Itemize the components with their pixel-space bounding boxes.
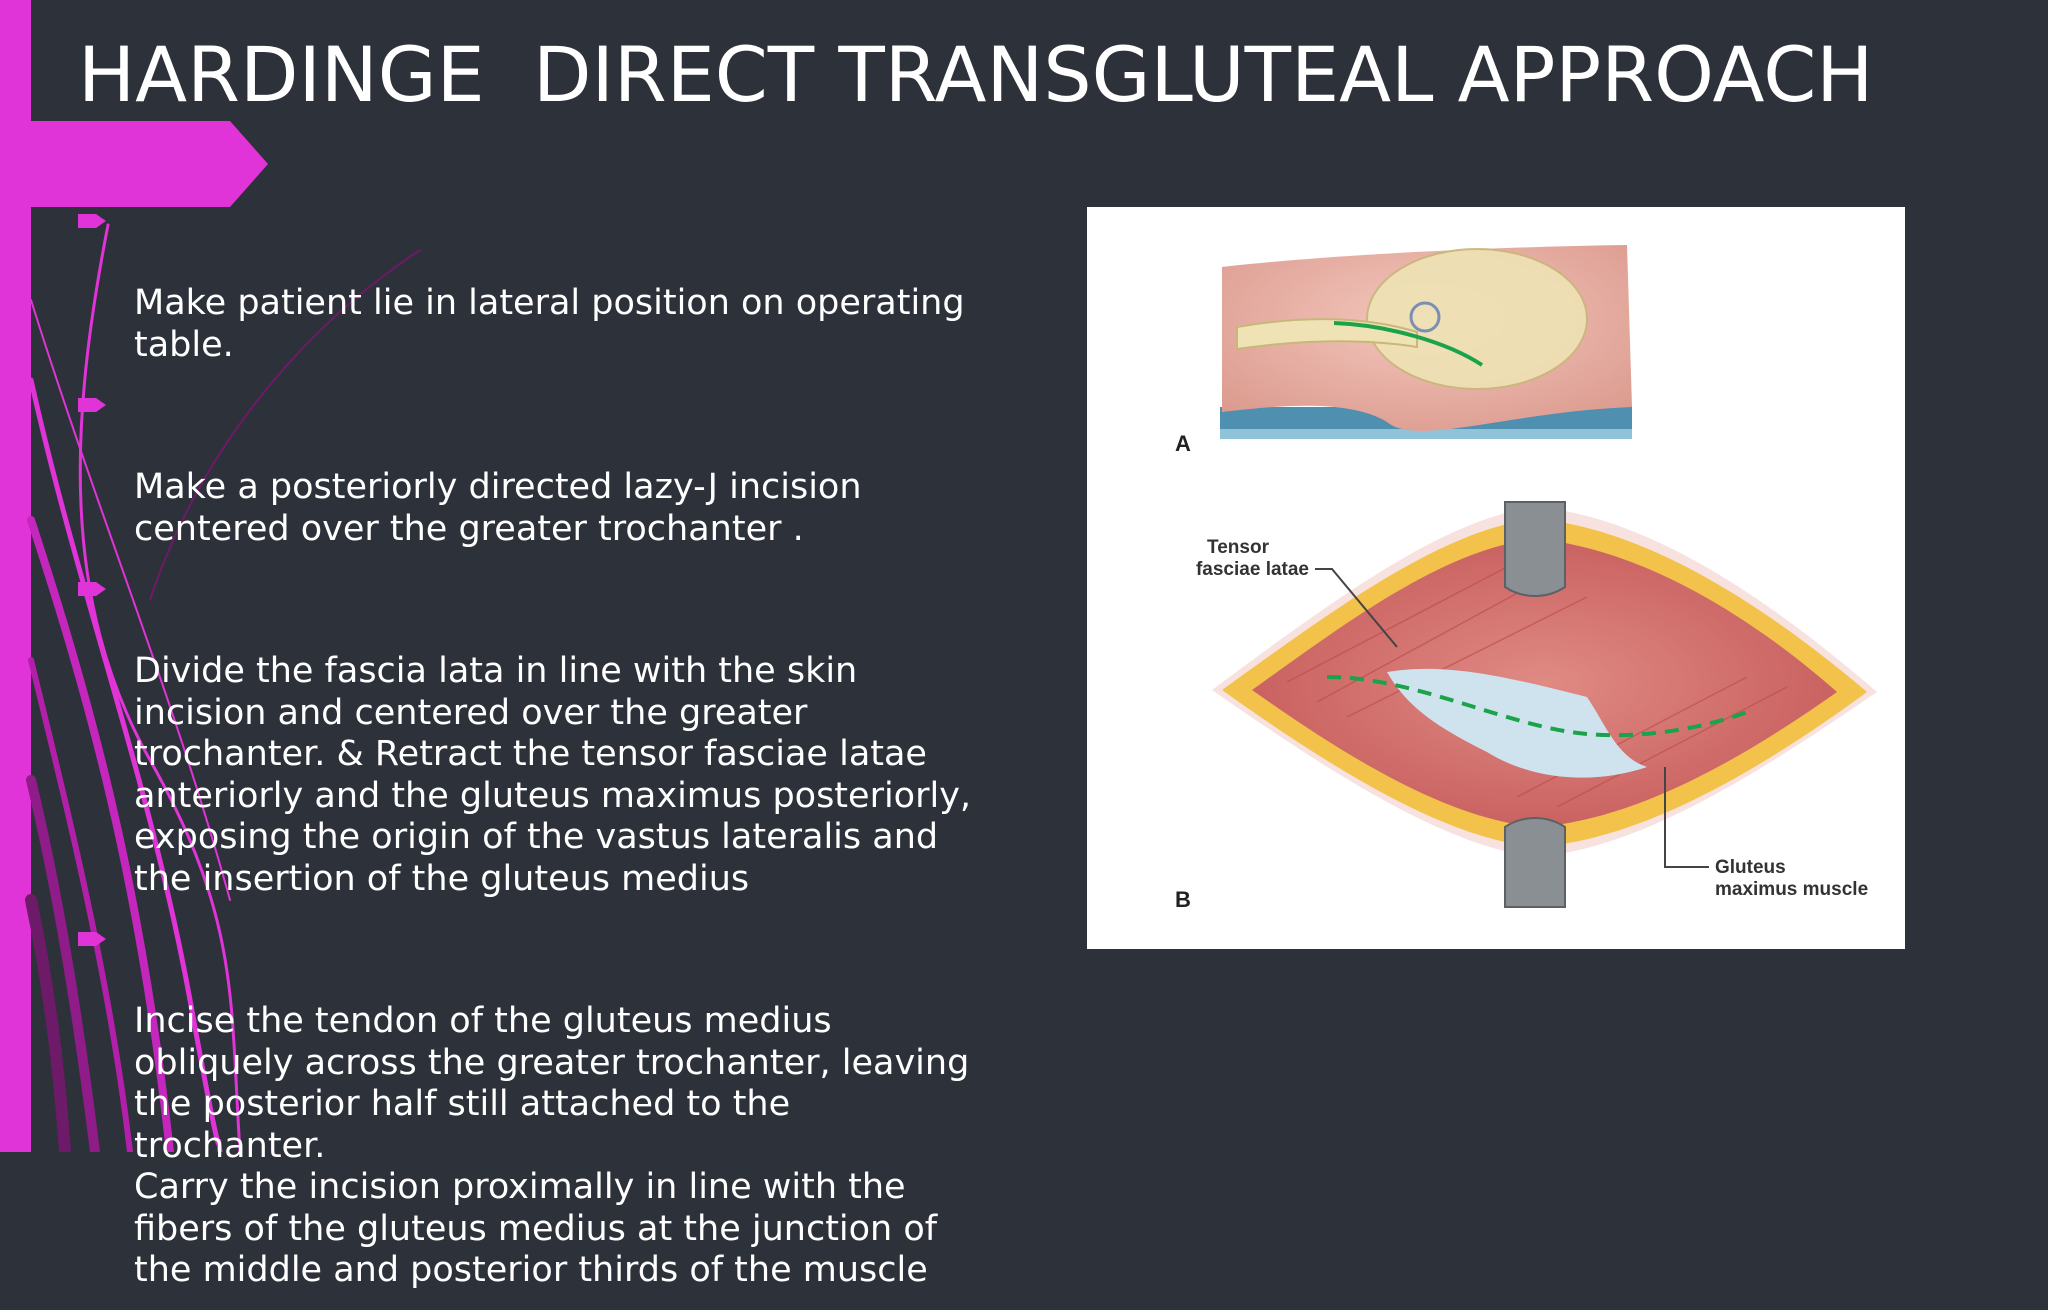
bullet-item: Make patient lie in lateral position on … (78, 200, 978, 366)
bullet-list: Make patient lie in lateral position on … (78, 200, 978, 1310)
panel-a-label: A (1175, 431, 1191, 456)
bullet-item: Divide the fascia lata in line with the … (78, 568, 978, 900)
pelvis-bone (1366, 248, 1588, 390)
panel-b-illustration (1212, 501, 1877, 908)
arrow-bullet-icon (78, 932, 106, 946)
arrow-bullet-icon (78, 214, 106, 228)
arrow-bullet-icon (78, 398, 106, 412)
tensor-label-line2: fasciae latae (1196, 559, 1309, 580)
incision-line-b (1326, 675, 1748, 738)
tensor-label-line1: Tensor (1207, 537, 1270, 558)
incision-line-a (1333, 321, 1484, 367)
slide-title: HARDINGE DIRECT TRANSGLUTEAL APPROACH (78, 30, 1874, 119)
bullet-item: Incise the tendon of the gluteus medius … (78, 918, 978, 1292)
retractor-bottom (1504, 817, 1566, 908)
leader-line-tensor (1315, 568, 1398, 648)
panel-a-illustration (1220, 245, 1632, 439)
slide-decoration (0, 0, 421, 1152)
gluteus-label-line2: maximus muscle (1715, 879, 1868, 900)
bullet-text: Divide the fascia lata in line with the … (134, 651, 972, 899)
bullet-text: Make patient lie in lateral position on … (134, 283, 965, 365)
gluteus-label-line1: Gluteus (1715, 857, 1786, 878)
surgical-illustration: A B Tensor fasciae latae Gluteus maximus… (1087, 207, 1905, 949)
bullet-item: Make a posteriorly directed lazy-J incis… (78, 384, 978, 550)
decorative-curves (25, 223, 421, 1152)
gluteus-medius-tendon (1387, 668, 1647, 778)
arrow-bullet-icon (78, 582, 106, 596)
bullet-text: Make a posteriorly directed lazy-J incis… (134, 467, 862, 549)
bullet-text: Incise the tendon of the gluteus medius … (134, 1001, 970, 1290)
panel-b-label: B (1175, 887, 1191, 912)
retractor-top (1504, 501, 1566, 597)
leader-line-gluteus (1664, 767, 1709, 868)
title-accent-arrow (0, 121, 268, 207)
